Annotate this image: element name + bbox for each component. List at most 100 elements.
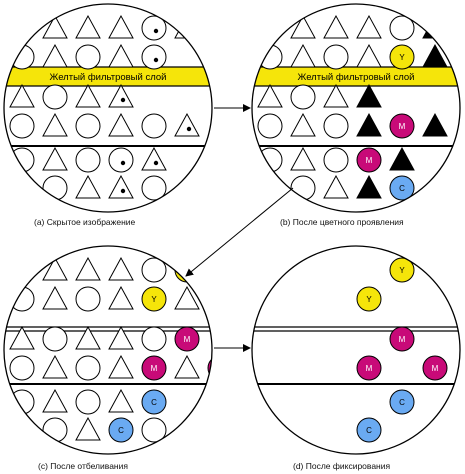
silver-halide-grain xyxy=(290,43,316,68)
silver-halide-grain xyxy=(290,146,316,171)
silver-halide-grain xyxy=(108,325,134,350)
silver-halide-grain xyxy=(42,84,68,110)
latent-image-speck xyxy=(153,28,159,34)
silver-halide-grain xyxy=(75,44,101,70)
silver-halide-grain xyxy=(42,285,68,310)
silver-halide-grain xyxy=(42,326,68,352)
silver-halide-grain xyxy=(257,174,283,199)
silver-halide-grain xyxy=(108,43,134,68)
caption-c: (c) После отбеливания xyxy=(38,461,128,471)
silver-halide-grain xyxy=(323,113,349,139)
dye-cloud-yellow: Y xyxy=(356,286,382,312)
silver-halide-grain xyxy=(9,416,35,441)
svg-text:C: C xyxy=(366,426,372,435)
silver-halide-grain xyxy=(141,146,167,171)
silver-halide-grain xyxy=(174,354,200,379)
silver-halide-grain xyxy=(257,113,283,139)
silver-halide-grain xyxy=(42,354,68,379)
dye-cloud-yellow: Y xyxy=(389,257,415,283)
svg-text:M: M xyxy=(399,335,406,344)
dye-cloud-yellow: Y xyxy=(174,257,200,283)
silver-halide-grain xyxy=(42,175,68,201)
silver-halide-grain xyxy=(9,83,35,108)
silver-halide-grain xyxy=(389,15,415,41)
svg-text:Y: Y xyxy=(399,53,405,62)
latent-image-speck xyxy=(186,126,192,132)
dye-cloud-magenta: M xyxy=(356,147,382,173)
latent-image-speck xyxy=(120,188,126,194)
silver-halide-grain xyxy=(42,43,68,68)
arrow-b-to-c xyxy=(185,187,294,277)
caption-d: (d) После фиксирования xyxy=(293,461,391,471)
developed-silver-grain xyxy=(356,83,382,108)
silver-halide-grain xyxy=(108,147,134,173)
silver-halide-grain xyxy=(323,44,349,70)
developed-silver-grain xyxy=(356,112,382,137)
silver-halide-grain xyxy=(75,389,101,415)
dye-cloud-cyan: C xyxy=(356,417,382,443)
dye-cloud-magenta: M xyxy=(207,355,212,381)
silver-halide-grain xyxy=(174,14,200,39)
silver-halide-grain xyxy=(42,388,68,413)
silver-halide-grain xyxy=(108,112,134,137)
panel-outline xyxy=(3,245,213,455)
silver-halide-grain xyxy=(42,14,68,39)
svg-text:M: M xyxy=(366,364,373,373)
caption-a: (a) Скрытое изображение xyxy=(34,217,136,227)
silver-halide-grain xyxy=(108,256,134,281)
svg-text:C: C xyxy=(399,184,405,193)
silver-halide-grain xyxy=(75,286,101,312)
panel-outline xyxy=(251,3,461,213)
svg-text:Y: Y xyxy=(366,295,372,304)
silver-halide-grain xyxy=(9,355,35,381)
dye-cloud-magenta: M xyxy=(174,326,200,352)
silver-halide-grain xyxy=(207,256,212,281)
svg-text:C: C xyxy=(399,398,405,407)
silver-halide-grain xyxy=(290,175,316,201)
silver-halide-grain xyxy=(9,257,35,283)
panel-outline xyxy=(251,245,461,455)
silver-halide-grain xyxy=(174,285,200,310)
panel-a: Желтый фильтровый слой xyxy=(3,3,213,213)
silver-halide-grain xyxy=(141,326,167,352)
silver-halide-grain xyxy=(9,325,35,350)
svg-text:Y: Y xyxy=(151,295,157,304)
dye-cloud-cyan: C xyxy=(389,389,415,415)
silver-halide-grain xyxy=(108,388,134,413)
silver-halide-grain xyxy=(323,147,349,173)
silver-halide-grain xyxy=(75,174,101,199)
svg-text:C: C xyxy=(151,398,157,407)
dye-cloud-magenta: M xyxy=(389,326,415,352)
silver-halide-grain xyxy=(42,112,68,137)
svg-text:M: M xyxy=(366,156,373,165)
latent-image-speck xyxy=(120,160,126,166)
dye-cloud-magenta: M xyxy=(141,355,167,381)
filter-layer-label: Желтый фильтровый слой xyxy=(298,72,415,83)
latent-image-speck xyxy=(153,160,159,166)
silver-halide-grain xyxy=(108,174,134,199)
silver-halide-grain xyxy=(141,257,167,283)
silver-halide-grain xyxy=(75,14,101,39)
svg-text:C: C xyxy=(118,426,124,435)
silver-halide-grain xyxy=(9,15,35,41)
dye-cloud-cyan: C xyxy=(141,389,167,415)
silver-halide-grain xyxy=(42,146,68,171)
dye-cloud-yellow: Y xyxy=(389,44,415,70)
silver-halide-grain xyxy=(257,15,283,41)
latent-image-speck xyxy=(186,28,192,34)
developed-silver-grain xyxy=(422,112,448,137)
silver-halide-grain xyxy=(75,83,101,108)
silver-halide-grain xyxy=(42,256,68,281)
dye-cloud-magenta: M xyxy=(356,355,382,381)
silver-halide-grain xyxy=(75,325,101,350)
dye-cloud-cyan: C xyxy=(108,417,134,443)
silver-halide-grain xyxy=(108,83,134,108)
svg-text:Y: Y xyxy=(399,266,405,275)
silver-halide-grain xyxy=(141,175,167,201)
silver-halide-grain xyxy=(75,416,101,441)
caption-b: (b) После цветного проявления xyxy=(280,217,404,227)
filter-layer-band xyxy=(4,67,212,86)
silver-halide-grain xyxy=(75,355,101,381)
